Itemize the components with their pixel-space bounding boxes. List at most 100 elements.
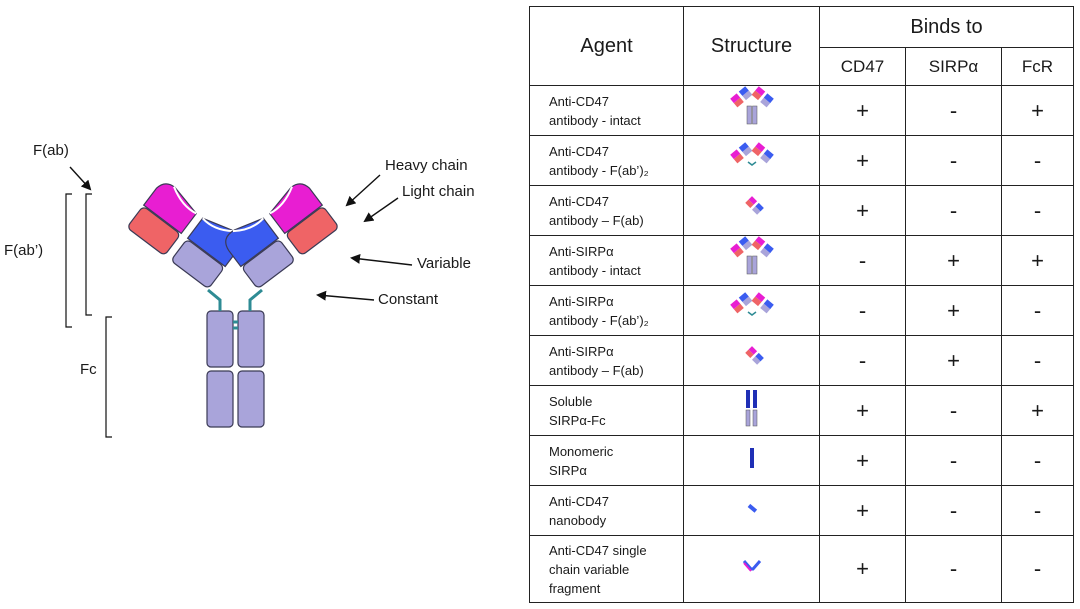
antibody-drawing: [65, 166, 413, 438]
fcr-binding: -: [1001, 335, 1074, 386]
structure-cell: [683, 185, 820, 236]
table-row: Anti-SIRPα antibody – F(ab) - + -: [529, 335, 1074, 386]
structure-cell: [683, 335, 820, 386]
hinge-left: [207, 288, 222, 311]
table-row: Anti-CD47 nanobody + - -: [529, 485, 1074, 536]
light-chain-arrow: [363, 197, 399, 223]
agent-line: Soluble: [549, 393, 593, 409]
agent-line: Anti-SIRPα: [549, 343, 614, 359]
sirpa-binding: +: [905, 285, 1002, 336]
structure-cell: [683, 285, 820, 336]
variable-label: Variable: [417, 255, 471, 272]
fab2-fragment-icon: [729, 142, 774, 166]
table-row: Soluble SIRPα-Fc + - +: [529, 385, 1074, 436]
binding-table: Agent Structure Binds to CD47 SIRPα FcR …: [529, 6, 1074, 603]
sirpa-binding: +: [905, 335, 1002, 386]
header-binds-to: Binds to: [819, 6, 1074, 48]
agent-cell: Anti-CD47 antibody - intact: [529, 85, 684, 136]
agent-line: SIRPα: [549, 462, 587, 478]
intact-antibody-icon: [729, 236, 774, 275]
fc-bracket: [105, 316, 112, 438]
fab-arm-left: [128, 183, 241, 288]
nanobody-icon: [747, 503, 757, 513]
sirpa-binding: -: [905, 385, 1002, 436]
agent-cell: Monomeric SIRPα: [529, 435, 684, 486]
structure-cell: [683, 435, 820, 486]
agent-line: antibody - F(ab’)₂: [549, 162, 649, 178]
fc-heavy-right-lower: [237, 370, 265, 428]
agent-cell: Anti-SIRPα antibody - F(ab’)₂: [529, 285, 684, 336]
agent-line: fragment: [549, 580, 601, 596]
light-chain-label: Light chain: [402, 183, 475, 200]
header-cd47: CD47: [819, 47, 906, 86]
fab-arrow: [69, 166, 92, 191]
agent-cell: Anti-SIRPα antibody - intact: [529, 235, 684, 286]
sirpa-binding: +: [905, 235, 1002, 286]
agent-line: SIRPα-Fc: [549, 412, 606, 428]
cd47-binding: +: [819, 385, 906, 436]
fc-heavy-right-upper: [237, 310, 265, 368]
agent-line: antibody - intact: [549, 262, 641, 278]
table-row: Anti-CD47 single chain variable fragment…: [529, 535, 1074, 603]
cd47-binding: +: [819, 185, 906, 236]
header-agent: Agent: [529, 6, 684, 86]
constant-arrow: [316, 290, 375, 301]
cd47-binding: +: [819, 435, 906, 486]
cd47-binding: +: [819, 535, 906, 603]
structure-cell: [683, 385, 820, 436]
structure-cell: [683, 485, 820, 536]
hinge-right: [248, 288, 263, 311]
heavy-chain-label: Heavy chain: [385, 157, 468, 174]
agent-line: Anti-SIRPα: [549, 293, 614, 309]
agent-line: antibody – F(ab): [549, 362, 644, 378]
table-row: Anti-CD47 antibody - F(ab’)₂ + - -: [529, 135, 1074, 186]
agent-cell: Soluble SIRPα-Fc: [529, 385, 684, 436]
sirpa-binding: -: [905, 85, 1002, 136]
structure-cell: [683, 85, 820, 136]
scfv-icon: [742, 559, 761, 572]
fcr-binding: +: [1001, 85, 1074, 136]
fc-heavy-left-lower: [206, 370, 234, 428]
cd47-binding: -: [819, 285, 906, 336]
fab2-fragment-icon: [729, 292, 774, 316]
fab-fragment-icon: [744, 346, 764, 365]
cd47-binding: -: [819, 235, 906, 286]
agent-line: Anti-CD47: [549, 193, 609, 209]
header-sirpa: SIRPα: [905, 47, 1002, 86]
intact-antibody-icon: [729, 86, 774, 125]
agent-cell: Anti-CD47 antibody - F(ab’)₂: [529, 135, 684, 186]
fab-bracket: [85, 193, 92, 316]
header-fcr: FcR: [1001, 47, 1074, 86]
fcr-binding: -: [1001, 135, 1074, 186]
fc-heavy-left-upper: [206, 310, 234, 368]
cd47-binding: +: [819, 485, 906, 536]
sirpa-binding: -: [905, 435, 1002, 486]
monomeric-sirpa-icon: [749, 448, 754, 468]
agent-line: Anti-CD47: [549, 143, 609, 159]
fab-arm-right: [225, 183, 338, 288]
fcr-binding: -: [1001, 435, 1074, 486]
variable-arrow: [350, 253, 413, 266]
fcr-binding: -: [1001, 285, 1074, 336]
agent-line: Anti-SIRPα: [549, 243, 614, 259]
antibody-diagram: F(ab) F(ab’) Fc Heavy chain Light chain …: [0, 0, 520, 609]
fcr-binding: +: [1001, 235, 1074, 286]
agent-line: antibody – F(ab): [549, 212, 644, 228]
fcr-binding: +: [1001, 385, 1074, 436]
agent-cell: Anti-CD47 nanobody: [529, 485, 684, 536]
table-row: Anti-CD47 antibody – F(ab) + - -: [529, 185, 1074, 236]
fcr-binding: -: [1001, 535, 1074, 603]
cd47-binding: +: [819, 85, 906, 136]
fab-prime-label: F(ab’): [4, 242, 44, 259]
fcr-binding: -: [1001, 485, 1074, 536]
cd47-binding: +: [819, 135, 906, 186]
agent-line: Anti-CD47: [549, 493, 609, 509]
cd47-binding: -: [819, 335, 906, 386]
sirpa-binding: -: [905, 535, 1002, 603]
header-structure: Structure: [683, 6, 820, 86]
fab-prime-bracket: [65, 193, 72, 328]
sirpa-binding: -: [905, 485, 1002, 536]
fab-label: F(ab): [33, 142, 69, 159]
table-row: Anti-SIRPα antibody - intact - + +: [529, 235, 1074, 286]
constant-label: Constant: [378, 291, 439, 308]
